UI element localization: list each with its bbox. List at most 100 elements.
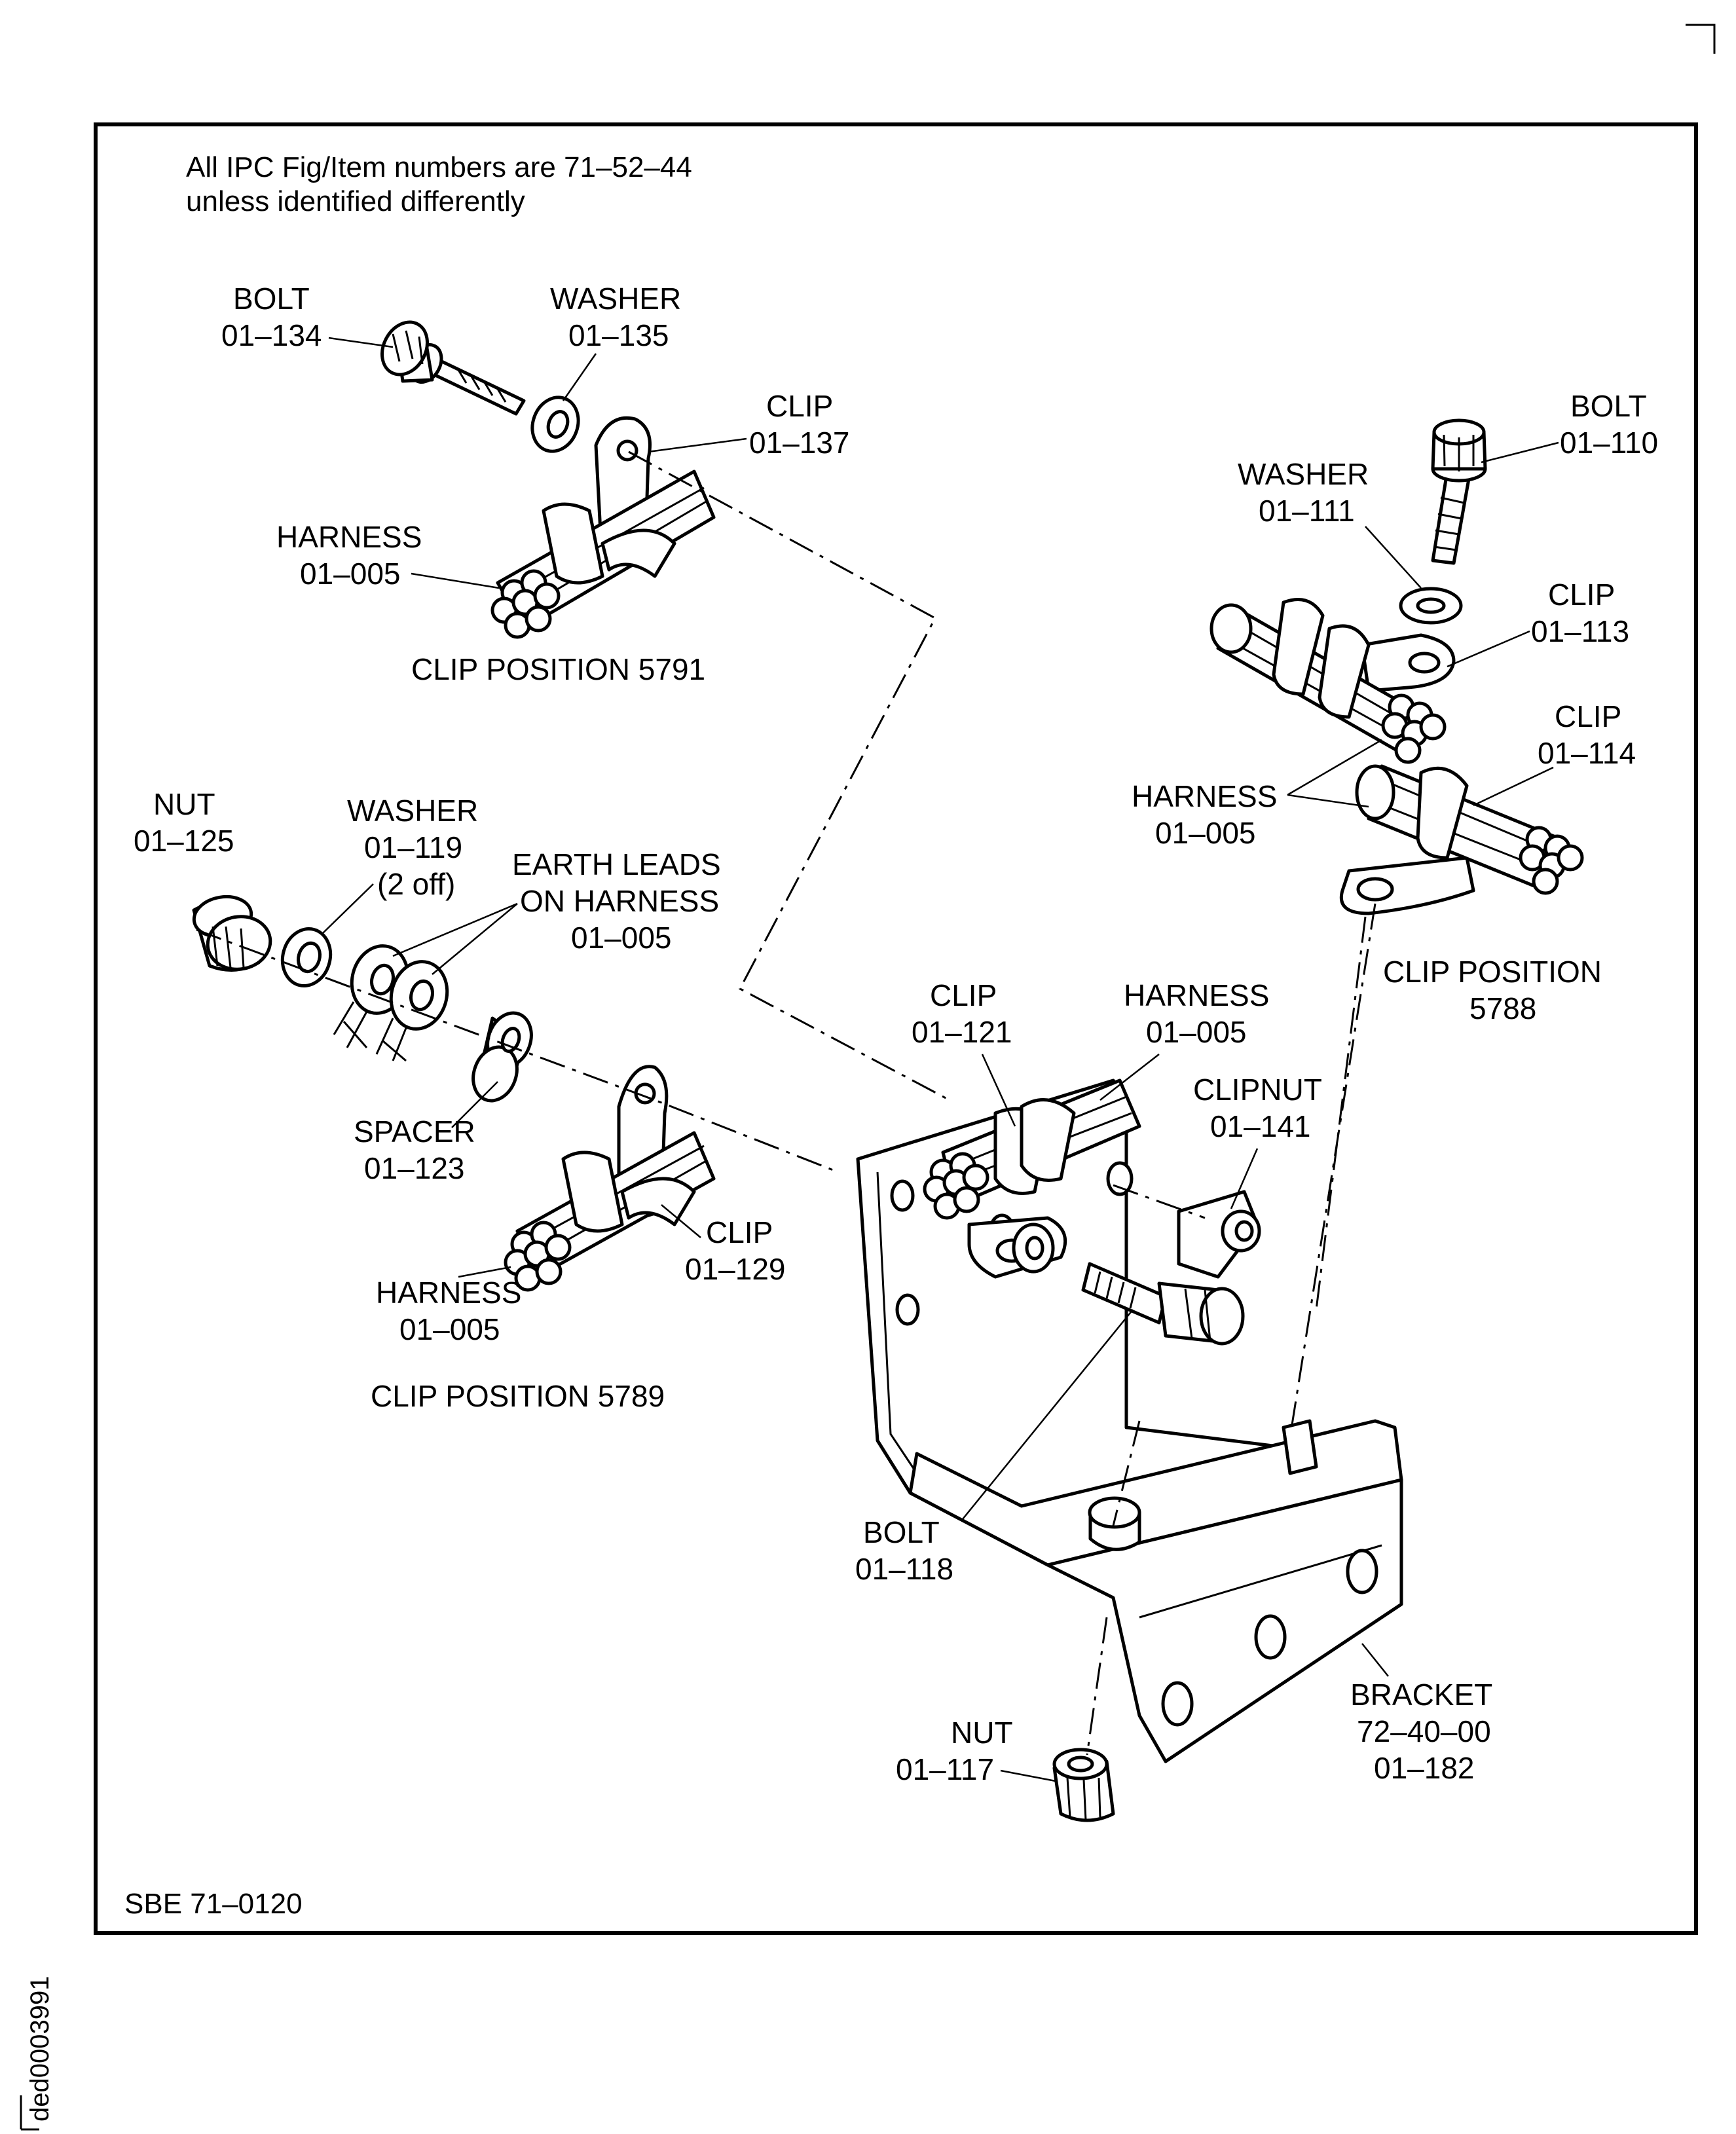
- callout-clip-01-129-number: 01–129: [685, 1252, 786, 1286]
- side-code-mark: [20, 2095, 39, 2131]
- callout-clipnut-01-141-name: CLIPNUT: [1193, 1073, 1322, 1107]
- callout-clip-01-113-name: CLIP: [1548, 578, 1615, 612]
- spacer-01-123: [471, 1011, 533, 1103]
- harness-bundle-5789: [504, 1131, 716, 1292]
- callout-washer-01-119-name: WASHER: [347, 794, 478, 828]
- bolt-01-110: [1431, 418, 1487, 565]
- harness-bundle-5788-lower: [1355, 764, 1584, 895]
- leader-harness-5789: [458, 1266, 511, 1278]
- clip-position-5788-assembly: [1210, 418, 1584, 915]
- leader-bolt-01-110: [1481, 441, 1559, 464]
- callout-bracket-number: 01–182: [1374, 1751, 1475, 1785]
- assembly-axis-clipnut: [1113, 1184, 1206, 1219]
- leader-washer-01-111: [1365, 526, 1422, 589]
- leader-clipnut-01-141: [1230, 1148, 1259, 1209]
- callout-clip-01-121-number: 01–121: [912, 1015, 1012, 1049]
- callout-bracket-name: BRACKET: [1350, 1678, 1492, 1712]
- callout-clip-01-121-name: CLIP: [930, 978, 997, 1012]
- callout-earth-leads-line-2: ON HARNESS: [520, 884, 719, 918]
- callout-washer-01-119-qty: (2 off): [377, 867, 455, 901]
- callout-spacer-01-123-name: SPACER: [354, 1114, 475, 1149]
- callout-nut-01-117-number: 01–117: [896, 1752, 994, 1786]
- callout-clipnut-01-141-number: 01–141: [1210, 1109, 1311, 1143]
- callout-harness-5791-number: 01–005: [300, 557, 401, 591]
- clipnut-01-141: [1177, 1190, 1261, 1279]
- bolt-01-134: [380, 320, 526, 416]
- leader-bracket: [1361, 1643, 1389, 1677]
- leader-clip-01-137: [648, 437, 747, 453]
- callout-spacer-01-123-number: 01–123: [364, 1151, 465, 1185]
- reference-code: SBE 71–0120: [124, 1888, 303, 1920]
- callout-nut-01-125-number: 01–125: [134, 824, 234, 858]
- earth-lead-terminals: [333, 944, 449, 1062]
- callout-nut-01-125-name: NUT: [153, 787, 215, 821]
- callout-bolt-01-118-name: BOLT: [863, 1515, 940, 1549]
- leader-clip-01-113: [1447, 630, 1530, 668]
- callout-washer-01-111-number: 01–111: [1259, 494, 1355, 528]
- leader-washer-01-135: [562, 353, 597, 401]
- note-line-2: unless identified differently: [186, 185, 525, 217]
- callout-washer-01-135-name: WASHER: [550, 282, 681, 316]
- callout-bolt-01-118-number: 01–118: [855, 1552, 953, 1586]
- washer-01-119: [280, 927, 333, 988]
- callout-harness-5791-name: HARNESS: [276, 520, 422, 554]
- leader-earth-leads: [392, 902, 518, 975]
- nut-01-117: [1052, 1748, 1115, 1822]
- callout-clip-01-114-number: 01–114: [1538, 736, 1636, 770]
- leader-nut-01-117: [1000, 1769, 1056, 1782]
- callout-clip-01-129-name: CLIP: [706, 1215, 773, 1249]
- leader-bolt-01-134: [328, 337, 394, 348]
- side-document-code: ded0003991: [26, 1976, 54, 2122]
- figure-frame: [94, 122, 1698, 1935]
- assembly-axis-nut-upper: [1112, 1420, 1141, 1526]
- callout-bolt-01-134-number: 01–134: [221, 318, 322, 352]
- leader-harness-main: [1099, 1054, 1160, 1101]
- clip-01-113: [1360, 633, 1456, 693]
- leader-harness-5791: [411, 572, 500, 589]
- callout-harness-5789-name: HARNESS: [376, 1276, 521, 1310]
- leader-clip-01-114: [1473, 766, 1554, 807]
- leader-washer-01-119: [322, 883, 374, 934]
- washer-01-135: [530, 396, 580, 453]
- callout-bolt-01-110-number: 01–110: [1560, 426, 1658, 460]
- clip-position-5791-assembly: [380, 320, 716, 639]
- callout-nut-01-117-name: NUT: [951, 1716, 1013, 1750]
- callout-washer-01-135-number: 01–135: [568, 318, 669, 352]
- harness-bundle-5788-upper: [1210, 598, 1447, 764]
- callout-bolt-01-134-name: BOLT: [233, 282, 310, 316]
- callout-harness-5788-name: HARNESS: [1132, 779, 1277, 813]
- position-label-5791: CLIP POSITION 5791: [411, 652, 705, 686]
- callout-harness-main-name: HARNESS: [1124, 978, 1269, 1012]
- nut-01-125: [192, 894, 272, 972]
- callout-clip-01-114-name: CLIP: [1555, 699, 1621, 733]
- bolt-01-118: [1081, 1262, 1245, 1346]
- washer-01-111: [1399, 587, 1463, 625]
- leader-spacer-01-123: [451, 1081, 498, 1128]
- position-label-5788-line-2: 5788: [1469, 991, 1536, 1025]
- assembly-axis-5791: [628, 451, 950, 1101]
- crop-corner-mark: [1686, 24, 1716, 54]
- callout-bracket-ata: 72–40–00: [1357, 1714, 1491, 1748]
- position-label-5789: CLIP POSITION 5789: [371, 1379, 665, 1413]
- bracket-72-40-00: [856, 1078, 1403, 1763]
- leader-bolt-01-118: [962, 1309, 1134, 1520]
- callout-earth-leads-number: 01–005: [571, 921, 672, 955]
- callout-earth-leads-line-1: EARTH LEADS: [512, 847, 721, 881]
- clip-position-5789-assembly: [192, 894, 716, 1292]
- callout-clip-01-137-name: CLIP: [766, 389, 833, 423]
- assembly-axis-nut-lower: [1086, 1617, 1108, 1756]
- callout-washer-01-111-name: WASHER: [1238, 457, 1369, 491]
- leader-clip-01-121: [981, 1054, 1016, 1127]
- assembly-axis-5789: [196, 929, 839, 1173]
- callout-bolt-01-110-name: BOLT: [1570, 389, 1647, 423]
- harness-bundle-main: [923, 1078, 1141, 1220]
- callout-harness-5788-number: 01–005: [1155, 816, 1256, 850]
- note-line-1: All IPC Fig/Item numbers are 71–52–44: [186, 151, 692, 183]
- callout-washer-01-119-number: 01–119: [364, 830, 462, 864]
- harness-bundle-5791: [490, 469, 716, 639]
- position-label-5788-line-1: CLIP POSITION: [1383, 955, 1602, 989]
- washer-bracket-bolt: [1012, 1223, 1055, 1274]
- assembly-axis-5788-bolt: [1276, 903, 1376, 1520]
- leader-clip-01-129: [661, 1204, 701, 1238]
